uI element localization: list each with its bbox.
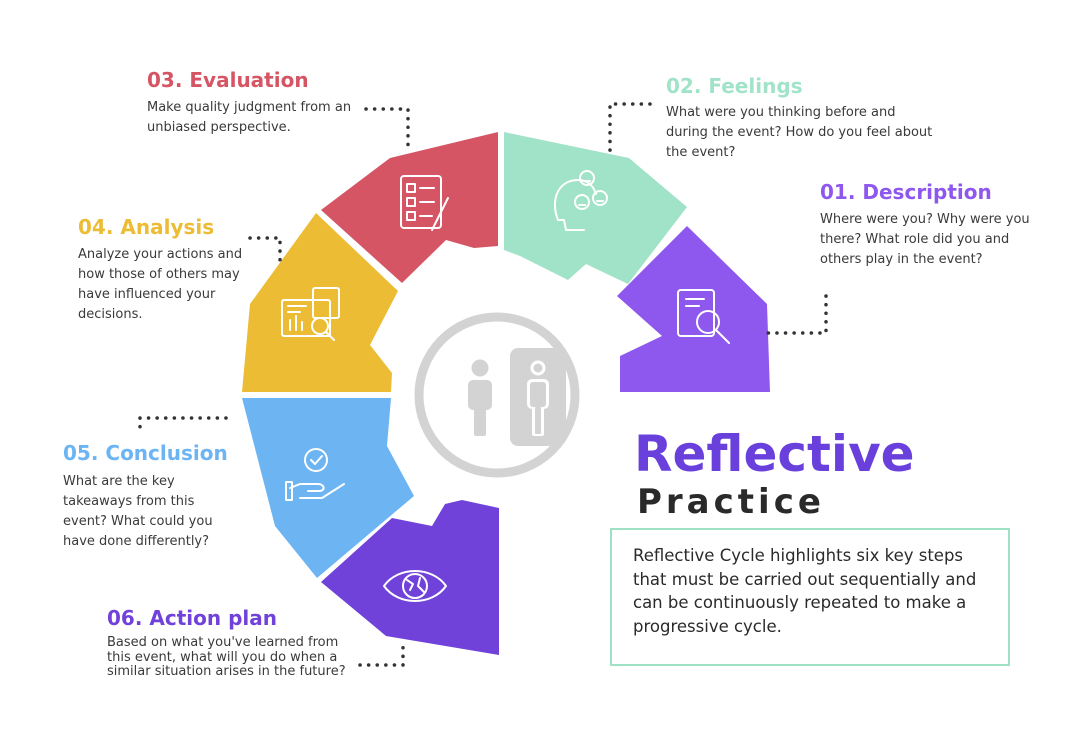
analysis-segment (242, 213, 398, 392)
sub-title: Practice (637, 482, 825, 522)
document-search-icon (677, 289, 730, 344)
step-title: 03. Evaluation (147, 68, 309, 92)
dotted-connectors (138, 102, 828, 667)
eye-icon (383, 570, 447, 602)
step-description-text: Make quality judgment from an unbiased p… (147, 100, 352, 135)
conclusion-segment (242, 398, 414, 578)
data-analysis-icon (281, 287, 340, 341)
description-segment (617, 226, 770, 392)
summary-box: Reflective Cycle highlights six key step… (610, 528, 1010, 666)
center-hub-ring (414, 312, 580, 478)
step-description-text: What were you thinking before and during… (666, 105, 933, 160)
feelings-segment (504, 132, 687, 284)
step-description-text: Analyze your actions and how those of ot… (78, 247, 243, 322)
person-mirror-icon (468, 348, 566, 446)
step-description-text: What are the key takeaways from this eve… (63, 474, 213, 549)
step-description-text: Where were you? Why were you there? What… (820, 212, 1030, 267)
step-title: 02. Feelings (666, 74, 803, 98)
step-description-text: Based on what you've learned from this e… (107, 635, 346, 679)
step-title: 05. Conclusion (63, 441, 228, 465)
summary-text: Reflective Cycle highlights six key step… (633, 546, 977, 636)
step-title: 04. Analysis (78, 215, 215, 239)
step-title: 06. Action plan (107, 606, 277, 630)
head-emotions-icon (553, 170, 608, 231)
evaluation-segment (321, 132, 498, 283)
checklist-icon (400, 175, 449, 231)
hand-badge-icon (285, 448, 345, 501)
step-title: 01. Description (820, 180, 992, 204)
action-plan-segment (321, 500, 499, 655)
main-title: Reflective (634, 425, 915, 483)
